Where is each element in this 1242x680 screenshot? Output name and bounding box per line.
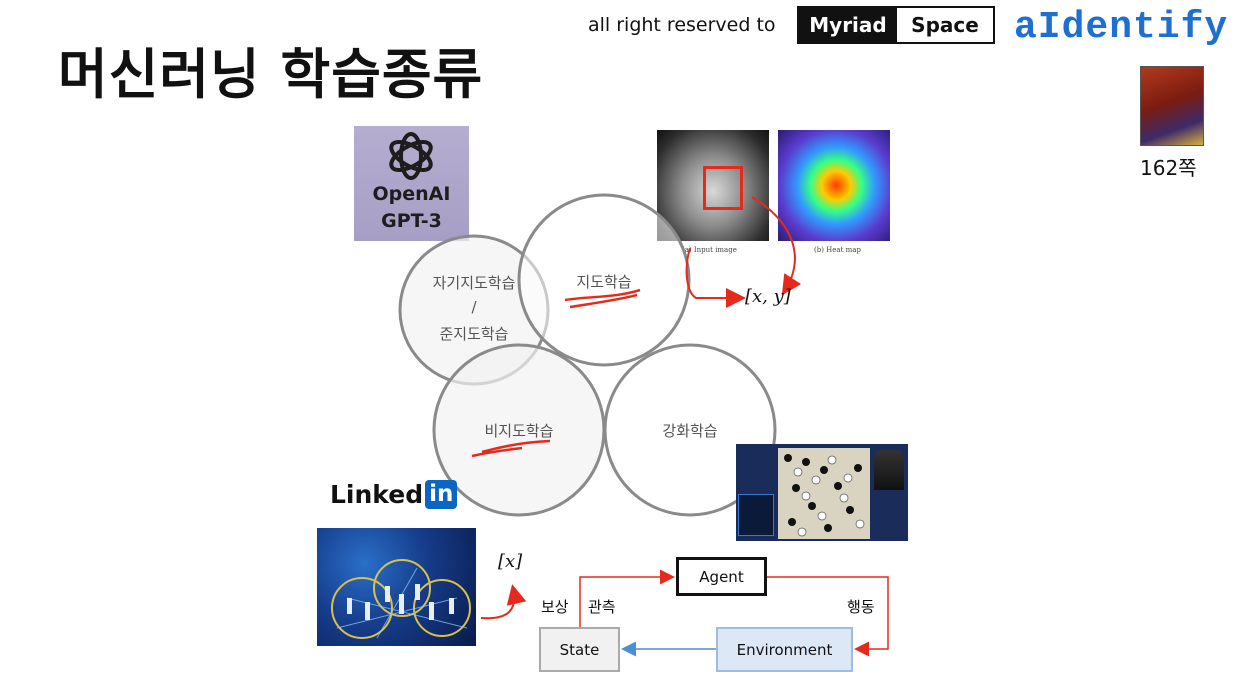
chest-xray-image bbox=[657, 130, 769, 241]
social-network-image bbox=[317, 528, 476, 646]
xray-highlight-box bbox=[703, 166, 743, 210]
xray-input-caption: (a) Input image bbox=[682, 246, 737, 254]
xray-to-xy-arrow bbox=[685, 247, 746, 308]
environment-box: Environment bbox=[716, 627, 853, 672]
go-player-silhouette bbox=[874, 450, 904, 490]
unsupervised-underline bbox=[471, 439, 551, 458]
go-stones-graphic bbox=[784, 454, 865, 537]
openai-knot-icon bbox=[389, 132, 433, 180]
openai-gpt3-logo: OpenAI GPT-3 bbox=[354, 126, 469, 241]
unsupervised-label: 비지도학습 bbox=[484, 422, 554, 440]
linkedin-in-badge: in bbox=[425, 480, 458, 509]
agent-box: Agent bbox=[676, 557, 767, 596]
agent-to-environment-arrow bbox=[767, 576, 889, 657]
credit-text: all right reserved to bbox=[588, 14, 776, 36]
semi-supervised-label: 준지도학습 bbox=[439, 325, 509, 343]
self-supervised-label: 자기지도학습 bbox=[432, 274, 516, 292]
network-graphic bbox=[331, 559, 471, 639]
supervised-label: 지도학습 bbox=[576, 273, 632, 291]
myriad-space-logo: Myriad Space bbox=[797, 6, 995, 44]
page-title: 머신러닝 학습종류 bbox=[58, 43, 484, 106]
action-label: 행동 bbox=[847, 598, 875, 616]
heatmap-to-xy-arrow bbox=[751, 196, 802, 296]
supervised-underline bbox=[564, 288, 641, 309]
myriad-logo-left: Myriad bbox=[799, 8, 897, 42]
heatmap-image bbox=[778, 130, 890, 241]
aidentify-logo: aIdentify bbox=[1014, 6, 1229, 49]
unsupervised-output-math: [x] bbox=[498, 551, 523, 572]
reinforcement-circle bbox=[603, 343, 777, 517]
observation-label: 관측 bbox=[588, 598, 616, 616]
supervised-output-math: [x, y] bbox=[745, 286, 791, 307]
book-cover-image bbox=[1140, 66, 1204, 146]
linkedin-word: Linked bbox=[330, 480, 424, 509]
slash-label: / bbox=[471, 298, 477, 316]
reinforcement-label: 강화학습 bbox=[662, 422, 718, 440]
reward-label: 보상 bbox=[541, 598, 569, 616]
alphago-logo-icon bbox=[738, 494, 774, 536]
myriad-logo-right: Space bbox=[897, 8, 993, 42]
book-page-reference: 162쪽 bbox=[1140, 156, 1197, 180]
state-box: State bbox=[539, 627, 620, 672]
state-to-agent-arrow bbox=[579, 569, 675, 627]
supervised-circle bbox=[517, 193, 691, 367]
go-board bbox=[778, 448, 870, 539]
linkedin-to-x-arrow bbox=[480, 584, 527, 620]
xray-heatmap-caption: (b) Heat map bbox=[814, 246, 861, 254]
openai-model: GPT-3 bbox=[381, 210, 442, 232]
openai-name: OpenAI bbox=[372, 183, 451, 205]
alphago-match-image bbox=[736, 444, 908, 541]
